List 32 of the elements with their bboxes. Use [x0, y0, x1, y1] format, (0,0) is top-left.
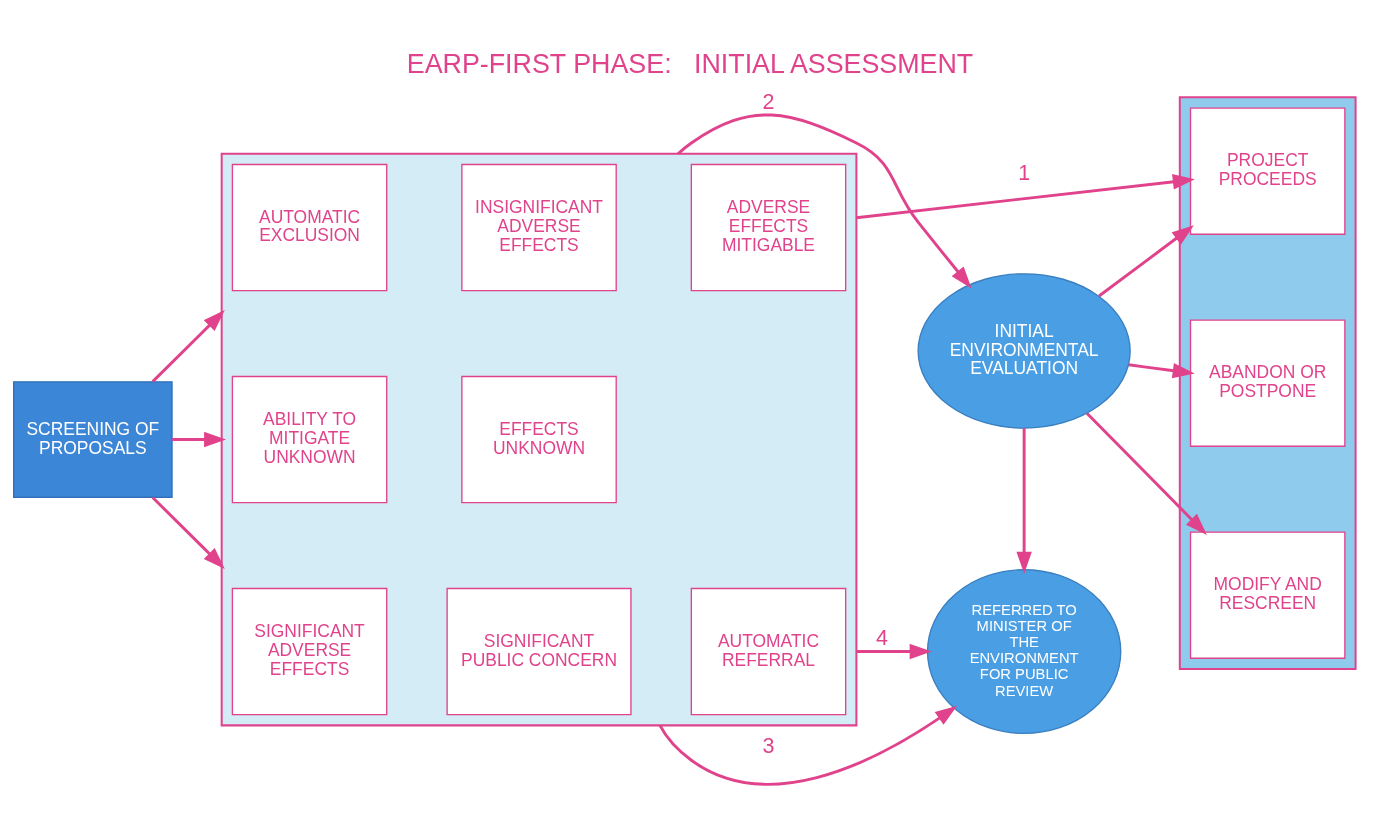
- cluster: [220, 152, 858, 726]
- node-box: AUTOMATIC EXCLUSION: [231, 163, 388, 291]
- arrow: [1128, 362, 1195, 378]
- node-box: ADVERSE EFFECTS MITIGABLE: [690, 163, 847, 291]
- node-ellipse: REFERRED TO MINISTER OF THE ENVIRONMENT FOR PUBLIC REVIEW: [926, 568, 1122, 734]
- arrow: [151, 495, 225, 569]
- arrow: [856, 173, 1195, 219]
- edge-label: 4: [875, 625, 888, 650]
- node-box: INSIGNIFICANT ADVERSE EFFECTS: [461, 163, 617, 291]
- node-box: EFFECTS UNKNOWN: [461, 375, 617, 503]
- node-box: SIGNIFICANT PUBLIC CONCERN: [446, 587, 632, 715]
- node-box: PROJECT PROCEEDS: [1189, 106, 1346, 235]
- arrow: [856, 643, 932, 659]
- arrow: [677, 113, 972, 288]
- edge-label: 1: [1018, 160, 1031, 185]
- arrow: [1098, 224, 1194, 297]
- node-box: SCREENING OF PROPOSALS: [13, 380, 173, 498]
- node-ellipse: INITIAL ENVIRONMENTAL EVALUATION: [917, 272, 1131, 429]
- edge-label: 2: [762, 89, 775, 114]
- node-box: AUTOMATIC REFERRAL: [690, 587, 847, 715]
- diagram-title: EARP-FIRST PHASE: INITIAL ASSESSMENT: [406, 48, 974, 79]
- arrow: [172, 431, 227, 447]
- arrow: [658, 705, 958, 786]
- arrow: [1016, 427, 1032, 574]
- node-box: ABANDON OR POSTPONE: [1189, 318, 1346, 447]
- edge-label: 3: [762, 733, 775, 758]
- node-box: SIGNIFICANT ADVERSE EFFECTS: [231, 587, 388, 715]
- arrow: [151, 309, 225, 383]
- cluster: [1178, 95, 1357, 670]
- node-box: ABILITY TO MITIGATE UNKNOWN: [231, 375, 388, 503]
- node-box: MODIFY AND RESCREEN: [1189, 530, 1346, 659]
- arrow: [1085, 411, 1207, 535]
